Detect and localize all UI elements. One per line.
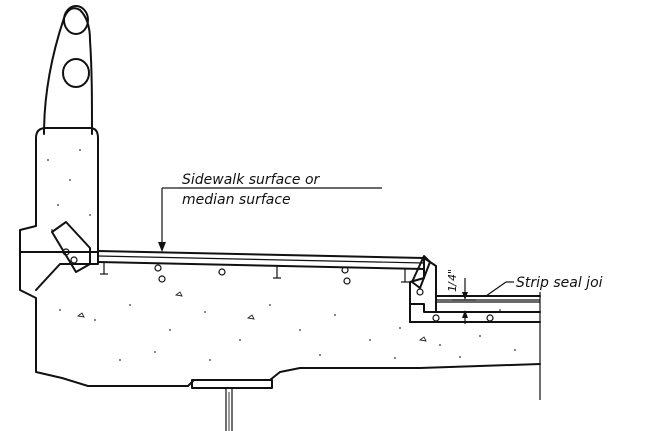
dowel-hole-icon xyxy=(154,264,162,272)
dowel-hole-icon xyxy=(158,275,166,283)
gap-dimension xyxy=(452,278,476,324)
rail-tube-lower xyxy=(62,58,90,88)
concrete-hatch xyxy=(47,149,516,361)
sidewalk-label-line1: Sidewalk surface or xyxy=(182,172,321,188)
rail-tube-upper xyxy=(63,5,89,35)
dowel-hole-icon xyxy=(62,248,70,256)
gap-denominator: 4 xyxy=(446,274,459,281)
strip-seal-label: Strip seal joi xyxy=(516,275,603,291)
dowel-hole-icon xyxy=(416,288,424,296)
slab-outline xyxy=(19,251,541,387)
barrier-body xyxy=(19,127,99,253)
gap-slash: / xyxy=(446,281,459,287)
deck-slab xyxy=(19,251,541,387)
dowel-hole-icon xyxy=(432,314,440,322)
dowel-hole-icon xyxy=(486,314,494,322)
dowel-hole-icon xyxy=(70,256,78,264)
strip-seal-leader xyxy=(485,281,514,297)
anchor-bolt-icon xyxy=(273,266,281,279)
plate-holes xyxy=(154,264,351,285)
dowel-hole-icon xyxy=(218,268,226,276)
gap-dimension-label: 1 / 4 " xyxy=(446,269,459,292)
gap-numerator: 1 xyxy=(446,285,459,292)
anchor-bolt-icon xyxy=(100,262,108,275)
gap-unit: " xyxy=(446,269,459,274)
rail-post xyxy=(43,7,93,135)
anchor-bolts xyxy=(100,262,409,283)
strip-seal-joint xyxy=(435,292,541,400)
dowel-hole-icon xyxy=(343,277,351,285)
sidewalk-leader xyxy=(158,187,382,252)
anchor-bolt-icon xyxy=(401,268,409,283)
sidewalk-plate xyxy=(97,250,425,270)
dowel-hole-icon xyxy=(341,266,349,274)
parapet xyxy=(19,5,99,253)
bearing-plate xyxy=(191,379,273,431)
sidewalk-label-line2: median surface xyxy=(182,192,291,208)
